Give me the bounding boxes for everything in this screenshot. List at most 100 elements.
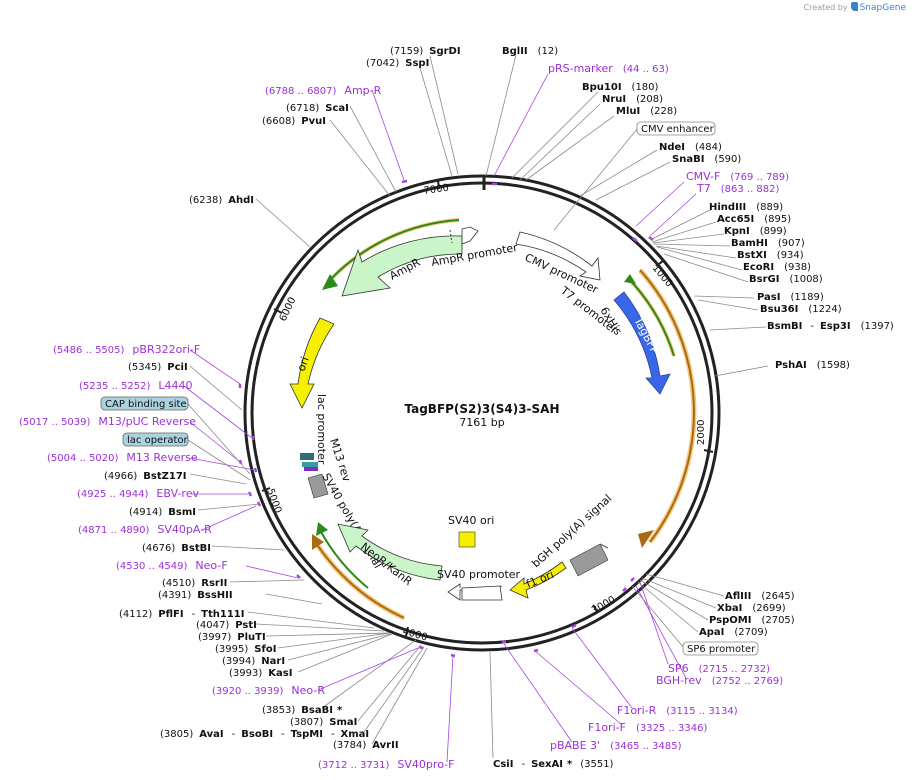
- enzyme-label: BamHI(907): [731, 238, 805, 249]
- primer-mark-cmvf: [632, 237, 638, 242]
- primer-mark-ampr: [401, 179, 408, 184]
- enzyme-label: BsrGI(1008): [749, 274, 823, 285]
- tick-label-2000: 2000: [696, 420, 707, 445]
- primer-label: T7(863 .. 882): [696, 182, 780, 195]
- enzyme-label: MluI(228): [616, 106, 677, 117]
- feature-ampr-track: [322, 218, 460, 290]
- enzyme-label: (6238)AhdI: [189, 195, 254, 206]
- tick-mark-6000: [273, 308, 283, 314]
- primer-label: (4871 .. 4890)SV40pA-R: [78, 523, 212, 536]
- enzyme-label: (3994)NarI: [222, 656, 285, 667]
- primer-mark-bgh: [622, 587, 627, 592]
- tick-label-7000: 7000: [423, 183, 450, 197]
- enzyme-label: PasI(1189): [757, 292, 824, 303]
- primer-label: (5017 .. 5039)M13/pUC Reverse: [19, 415, 196, 428]
- enzyme-label: BsmBI-Esp3I(1397): [767, 321, 894, 332]
- credit-prefix: Created by: [803, 3, 848, 12]
- feature-neor: [337, 523, 443, 581]
- enzyme-label: (7159)SgrDI: [390, 46, 461, 57]
- feature-label-f1-ori: f1 ori: [524, 568, 555, 591]
- enzyme-label: BstXI(934): [737, 250, 804, 261]
- feature-ampr: [341, 226, 479, 297]
- enzyme-label: CsiI-SexAI*(3551): [493, 759, 614, 770]
- enzyme-label: HindIII(889): [709, 202, 783, 213]
- enzyme-label: (3853)BsaBI*: [262, 705, 343, 716]
- box-label-lac-operator: lac operator: [127, 435, 188, 446]
- enzyme-label: (4914)BsmI: [129, 507, 196, 518]
- box-label-cap-binding-site: CAP binding site: [105, 399, 187, 410]
- feature-label-ori: ori: [295, 355, 312, 373]
- enzyme-label: SnaBI(590): [672, 154, 741, 165]
- primer-mark-f1r: [571, 623, 577, 629]
- primer-mark-m13rev: [253, 467, 258, 473]
- enzyme-label: ApaI(2709): [699, 627, 768, 638]
- enzyme-label: (4676)BstBI: [142, 543, 211, 554]
- feature-cmv-promoter: [515, 231, 601, 281]
- tick-mark-7000: [437, 179, 440, 190]
- enzyme-label: (3807)SmaI: [290, 717, 357, 728]
- backbone: [243, 174, 721, 652]
- box-label-sp6-promoter: SP6 promoter: [687, 644, 756, 655]
- box-cap-binding-site: [100, 396, 189, 411]
- enzyme-label: (3784)AvrII: [333, 740, 399, 751]
- primer-mark-neof: [296, 574, 301, 579]
- primer-label: (5486 .. 5505)pBR322ori-F: [53, 343, 200, 356]
- enzyme-leaders: [189, 54, 769, 759]
- feature-label-sv40-promoter: SV40 promoter: [437, 568, 521, 581]
- feature-ori: [289, 317, 335, 409]
- enzyme-label: (7042)SspI: [366, 58, 429, 69]
- enzyme-label: (4112)PflFI-Tth111I: [119, 609, 245, 620]
- feature-label-lac-promoter: lac promoter: [315, 394, 328, 465]
- enzyme-label: (5345)PciI: [128, 362, 188, 373]
- primer-label: (5004 .. 5020)M13 Reverse: [47, 451, 198, 464]
- feature-sp6-mark: [599, 543, 609, 549]
- enzyme-label: (3805)AvaI-BsoBI-TspMI-XmaI: [160, 729, 369, 740]
- enzyme-label: AflIII(2645): [725, 591, 795, 602]
- box-sp6-promoter: [682, 641, 759, 656]
- primer-label: SP6(2715 .. 2732): [668, 662, 770, 675]
- primer-leaders: [183, 73, 697, 763]
- enzyme-label: (4510)RsrII: [162, 578, 227, 589]
- primer-label: pRS-marker(44 .. 63): [548, 62, 669, 75]
- primer-label: (3920 .. 3939)Neo-R: [212, 684, 325, 697]
- tick-mark-3000: [592, 604, 599, 614]
- feature-neor-track: [311, 522, 406, 621]
- primer-label: (5235 .. 5252)L4440: [79, 379, 193, 392]
- feature-lac-elements: [300, 453, 329, 499]
- box-cmv-enhancer: [636, 121, 716, 136]
- enzyme-label: (3995)SfoI: [215, 644, 276, 655]
- enzyme-label: (3993)KasI: [229, 668, 292, 679]
- primer-label: (4925 .. 4944)EBV-rev: [77, 487, 199, 500]
- feature-f1-ori: [509, 561, 567, 599]
- boxed-leaders: [187, 127, 685, 649]
- enzyme-label: PshAI(1598): [775, 360, 850, 371]
- enzyme-label: XbaI(2699): [717, 603, 786, 614]
- enzyme-labels: (7159)SgrDI (7042)SspI BglII(12) Bpu10I(…: [104, 46, 894, 770]
- primer-label: BGH-rev(2752 .. 2769): [656, 674, 783, 687]
- primer-mark-t7: [648, 236, 654, 241]
- feature-label-sv40-ori: SV40 ori: [448, 514, 494, 527]
- enzyme-label: Acc65I(895): [717, 214, 791, 225]
- enzyme-label: (4391)BssHII: [158, 590, 233, 601]
- tick-mark-4000: [405, 626, 409, 637]
- feature-bgh-polya: [569, 543, 609, 577]
- tick-label-3000: 3000: [590, 594, 618, 616]
- enzyme-label: NruI(208): [602, 94, 663, 105]
- enzyme-label: (4966)BstZ17I: [104, 471, 187, 482]
- primer-label: (3712 .. 3731)SV40pro-F: [318, 758, 454, 771]
- primer-label: (6788 .. 6807)Amp-R: [265, 84, 382, 97]
- feature-sv40-ori: [458, 531, 476, 548]
- primer-mark-ebvrev: [247, 491, 253, 497]
- enzyme-label: (6718)ScaI: [286, 103, 349, 114]
- primer-label: (4530 .. 4549)Neo-F: [116, 559, 228, 572]
- primer-label: CMV-F(769 .. 789): [686, 170, 789, 183]
- boxed-labels: CMV enhancer SP6 promoter CAP binding si…: [100, 121, 759, 656]
- primer-labels: pRS-marker(44 .. 63) CMV-F(769 .. 789) T…: [19, 62, 789, 771]
- plasmid-size: 7161 bp: [459, 416, 504, 429]
- primer-label: F1ori-F(3325 .. 3346): [588, 721, 707, 734]
- tick-mark-1000: [655, 260, 664, 267]
- enzyme-label: NdeI(484): [659, 142, 722, 153]
- feature-tagbfp-track: [624, 268, 697, 548]
- box-label-cmv-enhancer: CMV enhancer: [641, 124, 715, 135]
